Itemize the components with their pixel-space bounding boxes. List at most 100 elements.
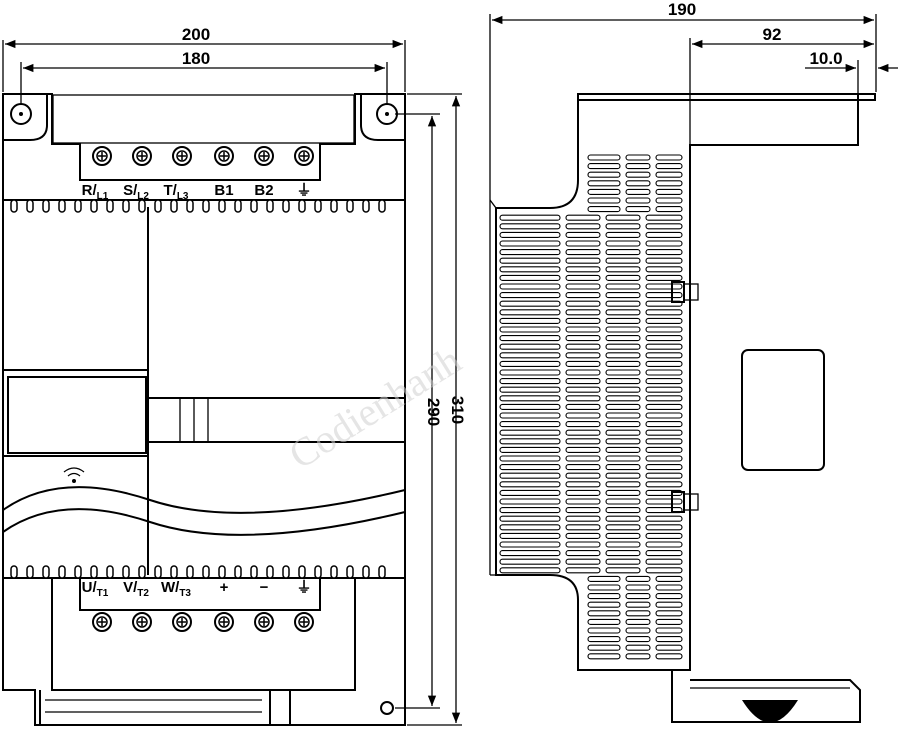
- terminal-label: R/L1: [82, 182, 109, 202]
- fin-slot: [565, 515, 601, 522]
- vent-slot: [122, 199, 130, 213]
- fin-slot: [565, 412, 601, 419]
- fin-slot: [499, 266, 561, 273]
- fin-slot: [655, 584, 683, 591]
- fin-slot: [645, 403, 683, 410]
- fin-slot: [605, 274, 641, 281]
- fin-slot: [499, 498, 561, 505]
- fin-slot: [645, 257, 683, 264]
- vent-slot: [250, 565, 258, 579]
- fin-slot: [625, 584, 651, 591]
- fin-slot: [499, 214, 561, 221]
- fin-slot: [655, 163, 683, 170]
- fin-slot: [499, 412, 561, 419]
- front-wave-curve-1: [2, 486, 406, 514]
- fin-slot: [655, 197, 683, 204]
- fin-slot: [605, 524, 641, 531]
- fin-slot: [605, 240, 641, 247]
- vent-slot: [346, 565, 354, 579]
- fin-slot: [655, 575, 683, 582]
- side-fan-dome: [742, 700, 798, 723]
- fin-slot: [645, 429, 683, 436]
- fin-slot: [605, 507, 641, 514]
- fin-slot: [499, 335, 561, 342]
- dimension-width-200: 200: [2, 25, 406, 92]
- fin-slot: [645, 309, 683, 316]
- vent-slot: [202, 565, 210, 579]
- fin-slot: [499, 524, 561, 531]
- fin-slot: [587, 618, 621, 625]
- fin-slot: [499, 274, 561, 281]
- vent-slot: [330, 565, 338, 579]
- fin-slot: [565, 231, 601, 238]
- dimension-height-310: 310: [407, 93, 467, 726]
- keypad-display-window: [7, 376, 147, 454]
- top-terminal-screws: [92, 146, 314, 166]
- fin-slot: [565, 532, 601, 539]
- fin-slot: [565, 446, 601, 453]
- fin-slot: [625, 618, 651, 625]
- fin-slot: [645, 558, 683, 565]
- fin-slot: [499, 369, 561, 376]
- fin-slot: [605, 429, 641, 436]
- terminal-screw: [254, 146, 274, 166]
- dimension-width-180: 180: [20, 49, 388, 104]
- fin-slot: [605, 309, 641, 316]
- fin-slot: [605, 395, 641, 402]
- fin-slot: [655, 180, 683, 187]
- fin-slot: [499, 532, 561, 539]
- fin-slot: [655, 171, 683, 178]
- vent-slot: [26, 199, 34, 213]
- fin-slot: [605, 489, 641, 496]
- fin-slot: [605, 266, 641, 273]
- fin-slot: [565, 489, 601, 496]
- fin-slot: [565, 300, 601, 307]
- side-label-plate: [741, 349, 825, 471]
- terminal-label: −: [260, 579, 269, 596]
- fin-slot: [645, 472, 683, 479]
- fin-slot: [587, 163, 621, 170]
- fin-slot: [655, 644, 683, 651]
- fin-slot: [565, 249, 601, 256]
- fin-slot: [499, 481, 561, 488]
- fin-slot: [645, 352, 683, 359]
- mounting-hole-top-left: [2, 93, 48, 141]
- fin-slot: [655, 593, 683, 600]
- vent-slot: [282, 199, 290, 213]
- fin-slot: [645, 524, 683, 531]
- front-top-vent-row: [10, 199, 386, 213]
- fin-slot: [587, 575, 621, 582]
- fin-slot: [499, 309, 561, 316]
- side-view: 190 92 10.0: [489, 0, 898, 723]
- fin-slot: [645, 343, 683, 350]
- terminal-screw: [214, 146, 234, 166]
- fin-slot: [645, 223, 683, 230]
- fin-slot: [645, 386, 683, 393]
- fin-slot: [605, 541, 641, 548]
- vent-slot: [298, 199, 306, 213]
- vent-slot: [122, 565, 130, 579]
- fin-slot: [655, 627, 683, 634]
- dimension-height-290: 290: [395, 113, 443, 709]
- terminal-screw: [92, 146, 112, 166]
- fin-slot: [499, 378, 561, 385]
- fin-slot: [565, 214, 601, 221]
- fin-slot: [625, 627, 651, 634]
- dimension-offset-10: 10.0: [805, 49, 898, 94]
- fin-slot: [655, 653, 683, 660]
- fin-slot: [645, 283, 683, 290]
- fin-slot: [625, 653, 651, 660]
- fin-slot: [645, 481, 683, 488]
- terminal-label: U/T1: [82, 579, 109, 599]
- fin-slot: [499, 249, 561, 256]
- mounting-hole-bottom-right: [380, 701, 394, 715]
- vent-slot: [58, 565, 66, 579]
- fin-slot: [605, 446, 641, 453]
- vent-slot: [42, 199, 50, 213]
- vent-slot: [154, 565, 162, 579]
- fin-slot: [625, 575, 651, 582]
- side-housing-profile: [495, 93, 876, 671]
- vent-slot: [218, 199, 226, 213]
